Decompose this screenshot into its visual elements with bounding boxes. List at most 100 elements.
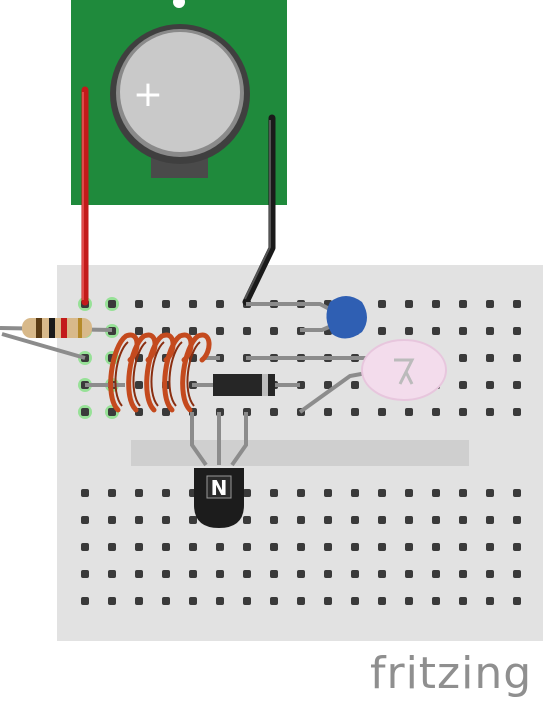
breadboard-hole (486, 489, 494, 497)
breadboard-hole (270, 597, 278, 605)
resistor-band (78, 318, 82, 338)
resistor (0, 318, 113, 360)
breadboard-hole (324, 597, 332, 605)
breadboard-hole (81, 489, 89, 497)
transistor-label-bg (206, 475, 232, 499)
breadboard-hole (432, 300, 440, 308)
breadboard-hole (135, 381, 143, 389)
breadboard-hole (189, 516, 197, 524)
led-flat-mark (394, 358, 415, 385)
breadboard-hole (405, 516, 413, 524)
breadboard-hole (243, 570, 251, 578)
resistor-band (61, 318, 67, 338)
breadboard-hole (459, 570, 467, 578)
breadboard-hole (432, 489, 440, 497)
breadboard-hole (81, 516, 89, 524)
coin-cell-battery: + (71, 0, 287, 205)
breadboard-hole (486, 570, 494, 578)
breadboard-center-groove (131, 440, 469, 466)
breadboard-hole (270, 570, 278, 578)
breadboard-hole (513, 300, 521, 308)
breadboard-hole (351, 543, 359, 551)
battery-plus-symbol: + (133, 74, 163, 115)
breadboard-hole (189, 597, 197, 605)
breadboard-hole (405, 300, 413, 308)
breadboard-hole (297, 516, 305, 524)
breadboard-hole (189, 327, 197, 335)
breadboard-hole (405, 408, 413, 416)
breadboard-hole (243, 489, 251, 497)
breadboard-hole (135, 327, 143, 335)
breadboard-hole (162, 489, 170, 497)
breadboard-hole (108, 570, 116, 578)
breadboard-hole (405, 570, 413, 578)
breadboard-hole (81, 543, 89, 551)
breadboard-hole (108, 300, 116, 308)
coil-turn-shade (114, 341, 129, 407)
transistor-label: N (211, 476, 228, 500)
breadboard-hole (324, 543, 332, 551)
breadboard-hole (513, 381, 521, 389)
breadboard-hole (378, 408, 386, 416)
breadboard-hole (297, 597, 305, 605)
breadboard-hole (108, 597, 116, 605)
breadboard-hole (162, 597, 170, 605)
breadboard-hole (459, 327, 467, 335)
breadboard-hole (486, 516, 494, 524)
breadboard-hole (189, 543, 197, 551)
breadboard-hole (513, 543, 521, 551)
led (246, 339, 447, 414)
breadboard-hole (459, 597, 467, 605)
resistor-band (36, 318, 42, 338)
breadboard-hole (243, 543, 251, 551)
breadboard-hole (378, 570, 386, 578)
breadboard-hole (486, 354, 494, 362)
breadboard-hole (459, 408, 467, 416)
breadboard-hole (162, 300, 170, 308)
breadboard-hole (324, 516, 332, 524)
breadboard-hole (108, 543, 116, 551)
coil-turn-shade (168, 341, 183, 407)
breadboard-hole (405, 327, 413, 335)
breadboard-hole (486, 408, 494, 416)
breadboard-hole (108, 516, 116, 524)
inductor-coil (85, 332, 220, 413)
breadboard-hole (243, 327, 251, 335)
breadboard-hole (513, 327, 521, 335)
breadboard-hole (162, 408, 170, 416)
breadboard-hole (243, 516, 251, 524)
breadboard-hole (351, 516, 359, 524)
diode-body (213, 374, 275, 396)
breadboard-hole (162, 516, 170, 524)
breadboard-hole (378, 516, 386, 524)
breadboard-hole (108, 408, 116, 416)
breadboard-hole (459, 381, 467, 389)
breadboard-hole (351, 408, 359, 416)
breadboard-hole (486, 300, 494, 308)
breadboard-hole (459, 543, 467, 551)
breadboard-hole (135, 543, 143, 551)
breadboard-hole (459, 354, 467, 362)
breadboard-hole (459, 516, 467, 524)
breadboard-hole (378, 327, 386, 335)
resistor-leg (1, 332, 86, 360)
breadboard-hole (378, 597, 386, 605)
breadboard-hole (216, 300, 224, 308)
npn-transistor: N (190, 412, 248, 528)
breadboard-hole (243, 597, 251, 605)
battery-face (120, 32, 240, 152)
breadboard-hole (189, 570, 197, 578)
breadboard-hole (405, 543, 413, 551)
breadboard-hole (351, 597, 359, 605)
breadboard-hole (432, 327, 440, 335)
battery-wires (81, 86, 276, 306)
breadboard-hole (216, 597, 224, 605)
breadboard-hole (405, 597, 413, 605)
breadboard-hole (432, 570, 440, 578)
diode-cathode-band (262, 374, 268, 396)
breadboard-hole (432, 597, 440, 605)
breadboard-hole (432, 543, 440, 551)
pcb-mount-hole (173, 0, 185, 8)
breadboard-hole (405, 489, 413, 497)
